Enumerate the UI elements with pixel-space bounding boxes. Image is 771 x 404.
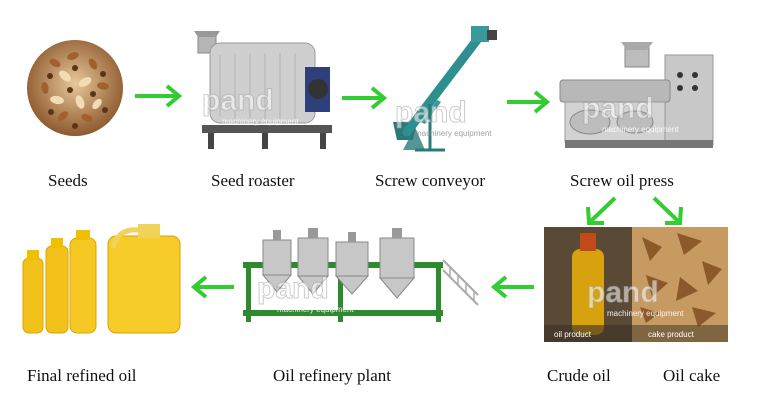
- svg-text:machinery equipment: machinery equipment: [222, 117, 299, 126]
- arrow-left-icon: [490, 275, 536, 299]
- final-refined-oil-label: Final refined oil: [27, 366, 137, 386]
- arrow-right-icon: [340, 86, 390, 110]
- oil-cake-photo-caption: cake product: [648, 330, 695, 339]
- svg-text:machinery equipment: machinery equipment: [415, 129, 492, 138]
- svg-text:machinery equipment: machinery equipment: [277, 305, 354, 314]
- svg-text:pand: pand: [582, 92, 654, 125]
- brand-watermark: pand machinery equipment: [200, 80, 330, 130]
- svg-text:machinery equipment: machinery equipment: [602, 125, 679, 134]
- screw-oil-press-label: Screw oil press: [570, 171, 674, 191]
- brand-watermark: pand machinery equipment: [580, 88, 710, 138]
- svg-text:machinery equipment: machinery equipment: [607, 309, 684, 318]
- arrow-down-right-icon: [650, 195, 686, 227]
- final-refined-oil-image: [18, 218, 188, 338]
- seeds-label: Seeds: [48, 171, 88, 191]
- crude-oil-photo-caption: oil product: [554, 330, 592, 339]
- brand-watermark: pand machinery equipment: [393, 92, 523, 142]
- crude-oil-label: Crude oil: [547, 366, 611, 386]
- arrow-right-icon: [133, 84, 185, 108]
- arrow-down-left-icon: [583, 195, 619, 227]
- brand-watermark: pand machinery equipment: [585, 272, 715, 322]
- screw-conveyor-label: Screw conveyor: [375, 171, 485, 191]
- arrow-left-icon: [190, 275, 236, 299]
- svg-text:pand: pand: [257, 272, 329, 305]
- oil-cake-label: Oil cake: [663, 366, 720, 386]
- svg-text:pand: pand: [202, 84, 274, 117]
- brand-watermark: pand machinery equipment: [255, 268, 385, 318]
- seeds-image: [25, 38, 125, 138]
- oil-refinery-plant-label: Oil refinery plant: [273, 366, 391, 386]
- svg-text:pand: pand: [395, 96, 467, 129]
- svg-text:pand: pand: [587, 276, 659, 309]
- seed-roaster-label: Seed roaster: [211, 171, 295, 191]
